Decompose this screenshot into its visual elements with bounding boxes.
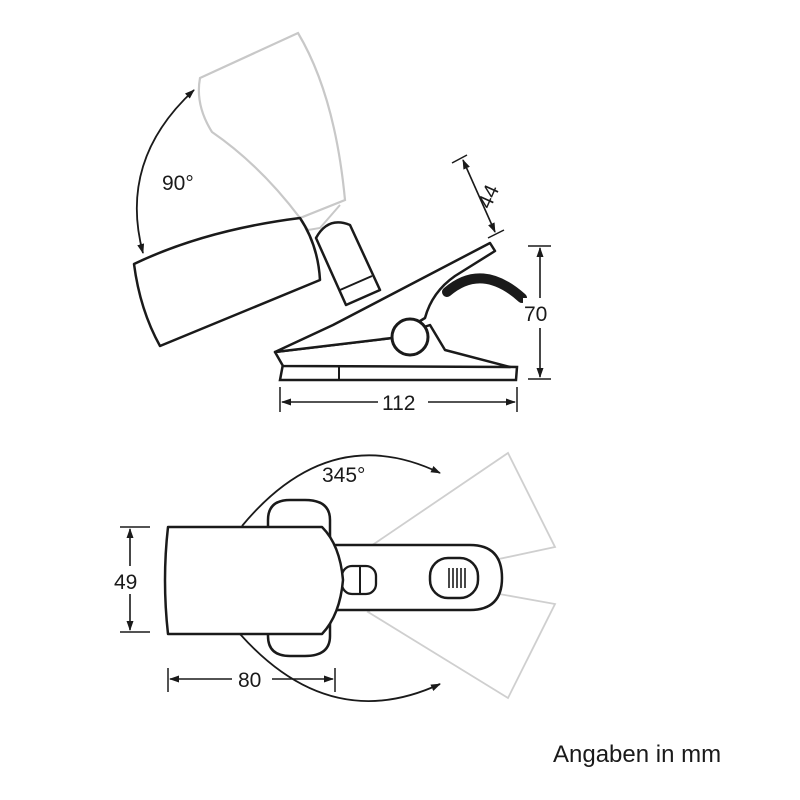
clip-length-label: 112 [382,392,415,415]
clip-upper-lever [273,241,497,354]
lamp-arm [314,221,382,307]
ghost-lamp-head-tilted [197,31,347,220]
head-diameter-dimension-line [462,159,496,233]
units-caption: Angaben in mm [553,741,721,768]
side-view: 90° 44 70 112 [132,31,553,415]
rotation-angle-label: 345° [322,464,365,487]
tilt-angle-arc [136,89,195,254]
rotation-angle-arc [241,454,441,527]
head-length-label: 80 [238,669,261,692]
tilt-angle-label: 90° [162,172,194,195]
lamp-head [132,216,322,348]
head-width-label: 49 [114,571,137,594]
lamp-head-top [163,525,345,636]
clip-pivot [390,317,430,357]
head-diameter-label: 44 [474,181,505,212]
clip-height-label: 70 [524,303,547,326]
power-cable [442,273,527,303]
switch-grip-lines [448,568,466,588]
top-view: 345° 49 80 [113,451,557,702]
switch-button [428,556,480,600]
